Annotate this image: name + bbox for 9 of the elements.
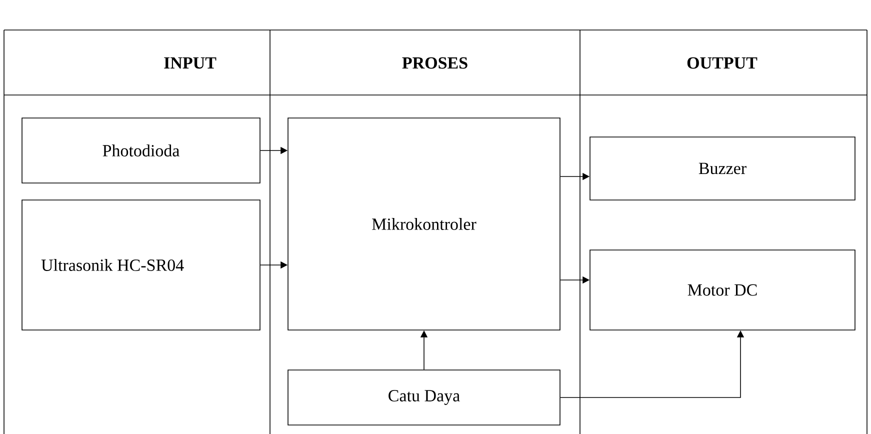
process-box: Motor DC	[590, 250, 856, 330]
column-header: INPUT	[164, 57, 216, 69]
process-box: Ultrasonik HC-SR04	[22, 200, 260, 330]
process-box: Buzzer	[590, 136, 856, 200]
column-header: PROSES	[402, 57, 468, 69]
process-box: Photodioda	[22, 118, 260, 184]
process-box: Mikrokontroler	[288, 118, 560, 330]
column-header: OUTPUT	[687, 57, 758, 69]
process-box: Catu Daya	[288, 370, 560, 426]
